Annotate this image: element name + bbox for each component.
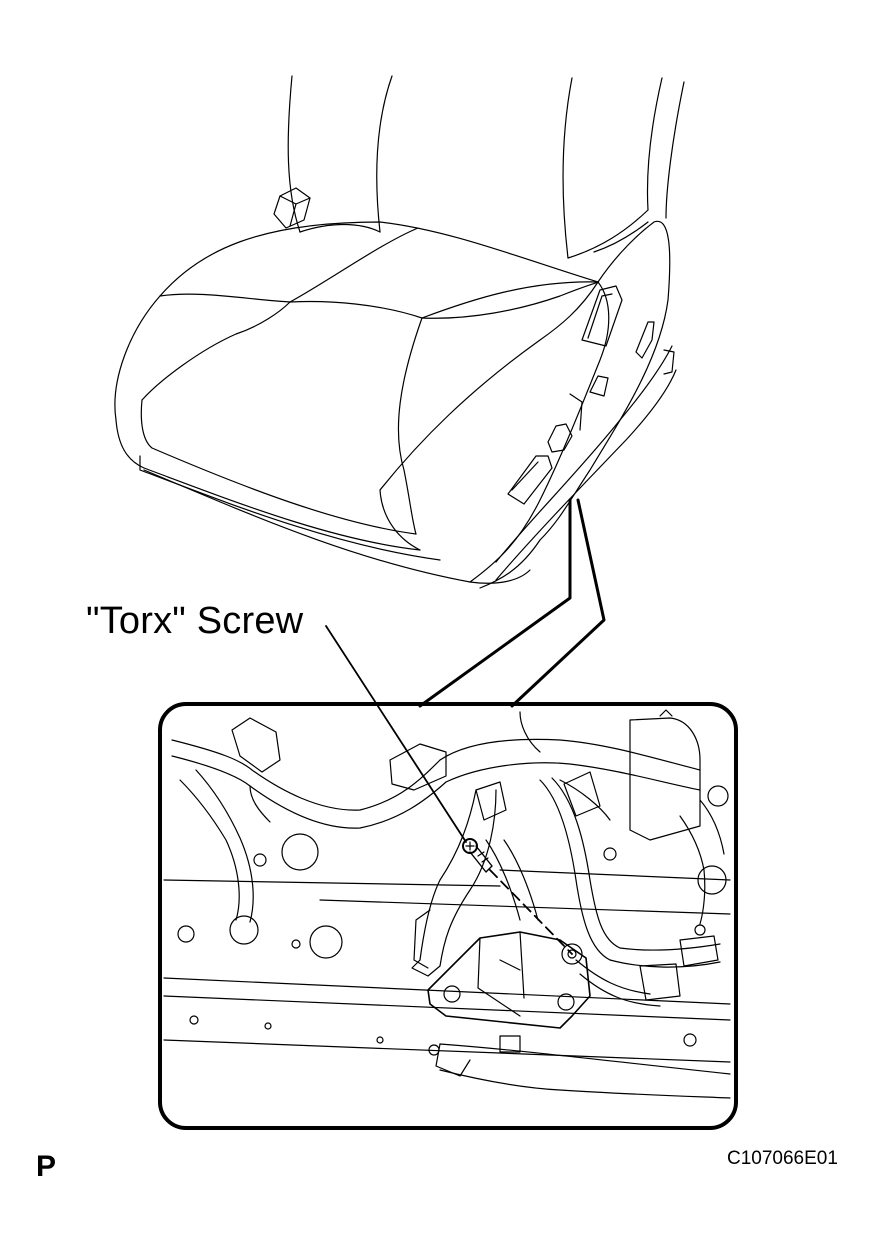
sensor-bracket — [427, 931, 591, 1029]
detail-inset — [158, 702, 738, 1130]
seat-drawing — [114, 75, 685, 708]
lumbar-switch-icon — [635, 321, 655, 359]
view-letter: P — [36, 1150, 57, 1183]
knob-icon — [589, 375, 609, 397]
slide-switch-icon — [507, 455, 553, 505]
recline-switch-icon — [581, 285, 623, 347]
torx-screw-icon — [462, 838, 493, 873]
callout-leader — [325, 625, 467, 843]
torx-screw-label: "Torx" Screw — [86, 600, 304, 642]
figure-code: C107066E01 — [727, 1148, 838, 1169]
